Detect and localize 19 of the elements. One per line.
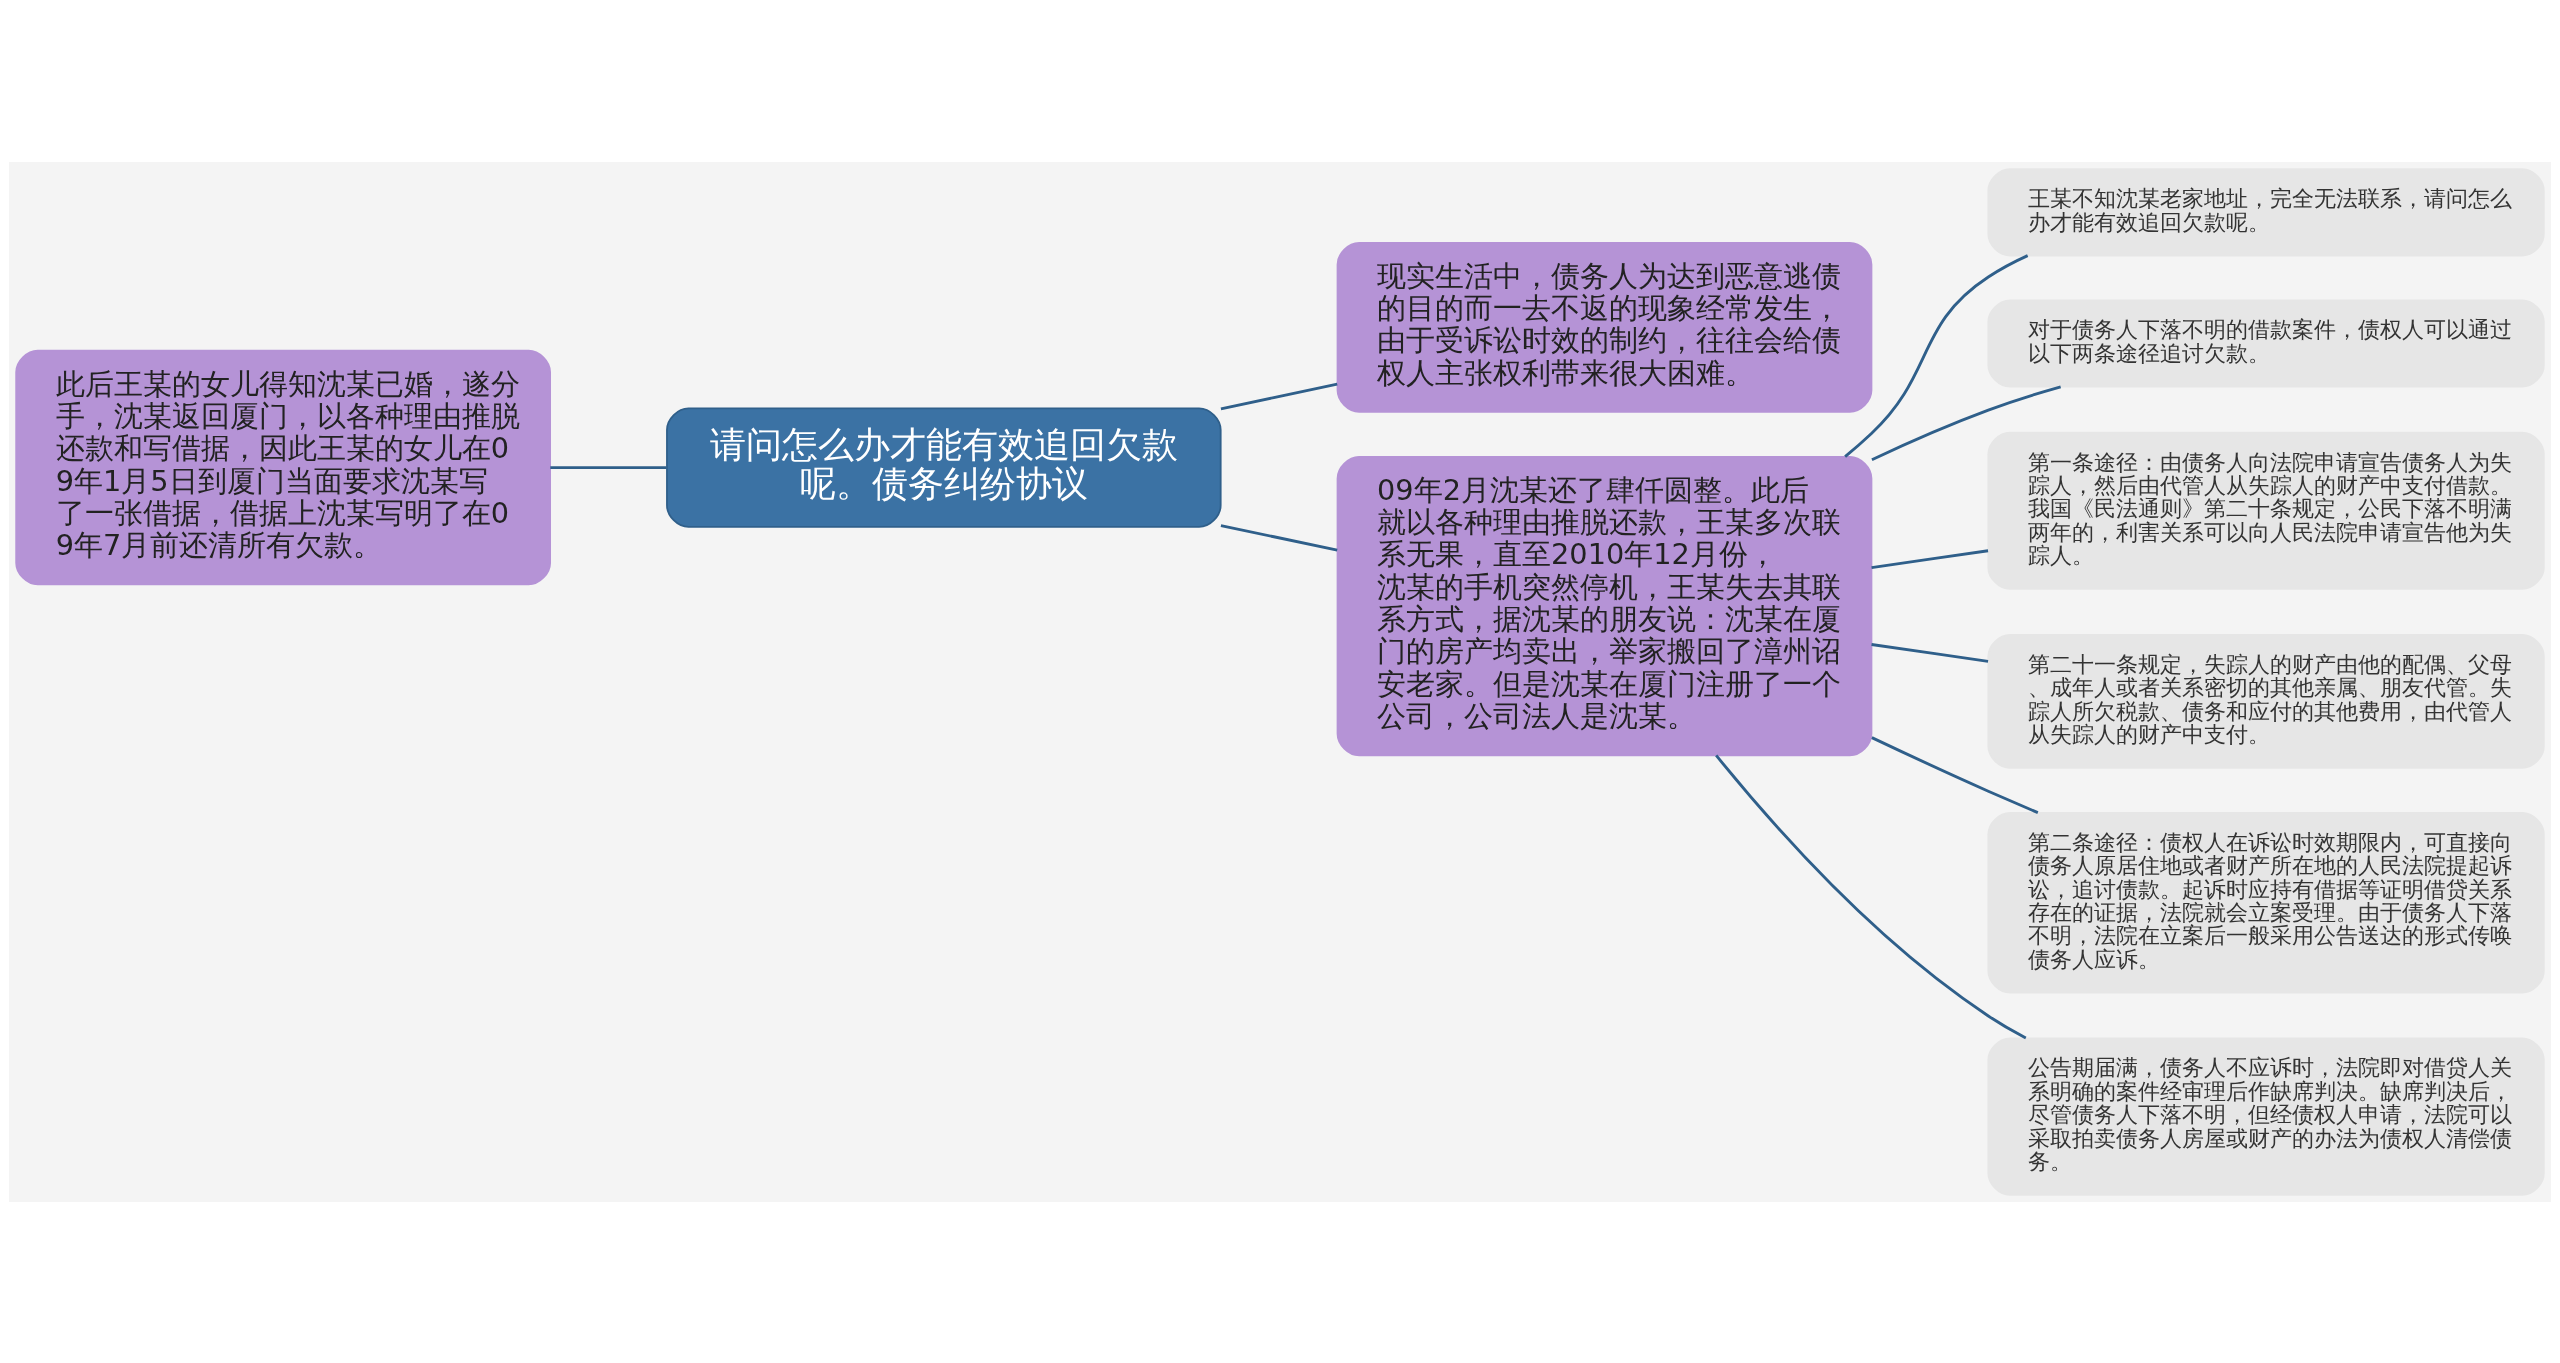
node-box: 此后王某的女儿得知沈某已婚，遂分手，沈某返回厦门，以各种理由推脱还款和写借据，因此王某的女儿在09年1月5日到厦门当面要求沈某写了一张借据，借据上沈某写明了在09年7月前还清所有欠款。 xyxy=(15,349,551,585)
connector xyxy=(1844,253,2029,458)
connector xyxy=(1220,523,1338,552)
node-box: 王某不知沈某老家地址，完全无法联系，请问怎么办才能有效追回欠款呢。 xyxy=(1987,167,2545,256)
connector xyxy=(1871,735,2039,814)
connector xyxy=(1871,642,1989,663)
connector xyxy=(1715,754,2027,1039)
node-box: 第一条途径：由债务人向法院申请宣告债务人为失踪人，然后由代管人从失踪人的财产中支付借款。我国《民法通则》第二十条规定，公民下落不明满两年的，利害关系可以向人民法院申请宣告他为失踪人。 xyxy=(1987,431,2545,590)
connector xyxy=(1220,382,1338,410)
connector xyxy=(550,465,667,469)
node-box: 第二十一条规定，失踪人的财产由他的配偶、父母、成年人或者关系密切的其他亲属、朋友代管。失踪人所欠税款、债务和应付的其他费用，由代管人从失踪人的财产中支付。 xyxy=(1987,633,2545,769)
node-box: 公告期届满，债务人不应诉时，法院即对借贷人关系明确的案件经审理后作缺席判决。缺席判决后，尽管债务人下落不明，但经债权人申请，法院可以采取拍卖债务人房屋或财产的办法为债权人清偿债务。 xyxy=(1987,1037,2545,1196)
node-box: 请问怎么办才能有效追回欠款呢。债务纠纷协议 xyxy=(666,406,1222,528)
connector xyxy=(1871,548,1989,569)
node-box: 现实生活中，债务人为达到恶意逃债的目的而一去不返的现象经常发生，由于受诉讼时效的制约，往往会给债权人主张权利带来很大困难。 xyxy=(1336,241,1873,413)
node-box: 09年2月沈某还了肆仟圆整。此后就以各种理由推脱还款，王某多次联系无果，直至2010年12月份，沈某的手机突然停机，王某失去其联系方式，据沈某的朋友说：沈某在厦门的房产均卖出，举家搬回了漳州诏安老家。但是沈某在厦门注册了一个公司，公司法人是沈某。 xyxy=(1336,455,1873,756)
node-box: 对于债务人下落不明的借款案件，债权人可以通过以下两条途径追讨欠款。 xyxy=(1987,299,2545,388)
connector xyxy=(1871,384,2062,461)
node-box: 第二条途径：债权人在诉讼时效期限内，可直接向债务人原居住地或者财产所在地的人民法院提起诉讼，追讨债款。起诉时应持有借据等证明借贷关系存在的证据，法院就会立案受理。由于债务人下落不明，法院在立案后一般采用公告送达的形式传唤债务人应诉。 xyxy=(1987,811,2545,993)
